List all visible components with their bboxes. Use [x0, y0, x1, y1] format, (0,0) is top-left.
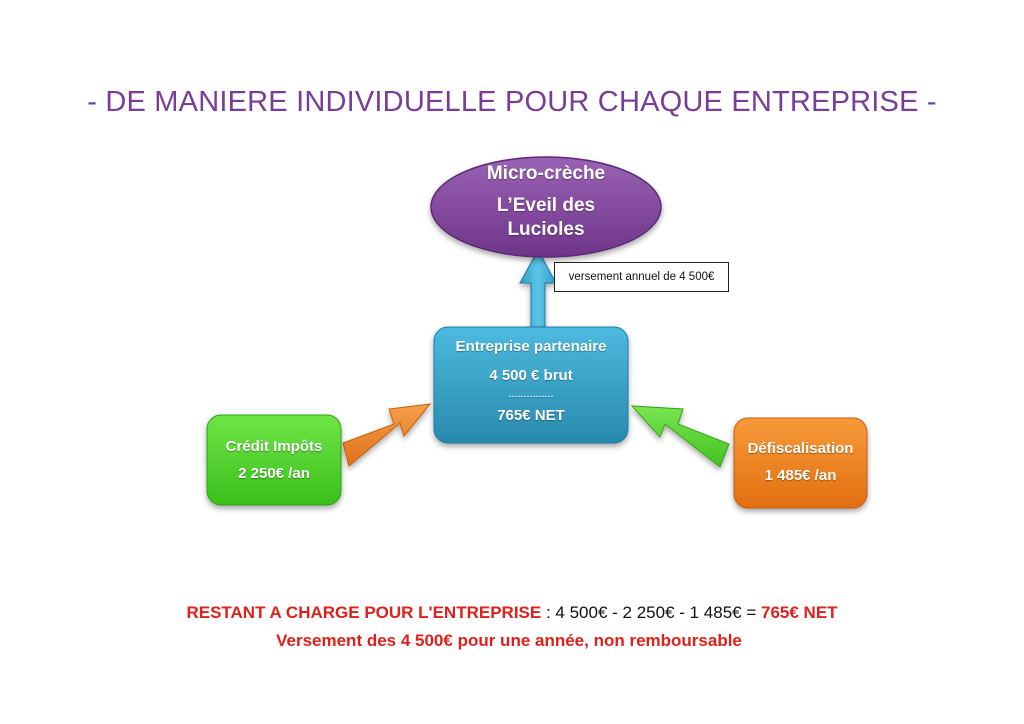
- partner-gross: 4 500 € brut: [489, 367, 573, 384]
- micro-creche-line2: L’Eveil des: [496, 195, 596, 216]
- arrow-up: [519, 248, 557, 328]
- credit-label: Crédit Impôts 2 250€ /an: [207, 437, 341, 484]
- arrow-credit-to-partner: [342, 403, 432, 467]
- micro-creche-label: Micro-crèche L’Eveil des Lucioles: [446, 162, 646, 242]
- defisc-title: Défiscalisation: [747, 440, 854, 457]
- summary-line: RESTANT A CHARGE POUR L'ENTREPRISE : 4 5…: [0, 603, 1024, 623]
- defisc-box: [733, 417, 868, 509]
- partner-label: Entreprise partenaire 4 500 € brut -----…: [434, 337, 628, 426]
- summary-label: RESTANT A CHARGE POUR L'ENTREPRISE: [186, 603, 542, 622]
- credit-value: 2 250€ /an: [238, 465, 310, 482]
- partner-separator: ---------------: [508, 391, 554, 401]
- summary-calc: 4 500€ - 2 250€ - 1 485€ =: [555, 603, 757, 622]
- summary-note: Versement des 4 500€ pour une année, non…: [276, 631, 742, 650]
- partner-title: Entreprise partenaire: [455, 338, 607, 355]
- credit-box: [206, 414, 342, 506]
- partner-net: 765€ NET: [497, 407, 565, 424]
- annual-payment-callout: versement annuel de 4 500€: [554, 262, 729, 292]
- page-title: - DE MANIERE INDIVIDUELLE POUR CHAQUE EN…: [87, 86, 937, 118]
- micro-creche-line3: Lucioles: [507, 219, 585, 240]
- summary-colon: :: [541, 603, 556, 622]
- defisc-label: Défiscalisation 1 485€ /an: [734, 439, 867, 486]
- credit-title: Crédit Impôts: [225, 438, 323, 455]
- summary-result: 765€ NET: [761, 603, 838, 622]
- micro-creche-ellipse: [430, 156, 662, 258]
- micro-creche-line1: Micro-crèche: [486, 163, 606, 184]
- defisc-value: 1 485€ /an: [764, 467, 837, 484]
- arrow-defisc-to-partner: [630, 405, 730, 468]
- partner-box: [433, 326, 629, 444]
